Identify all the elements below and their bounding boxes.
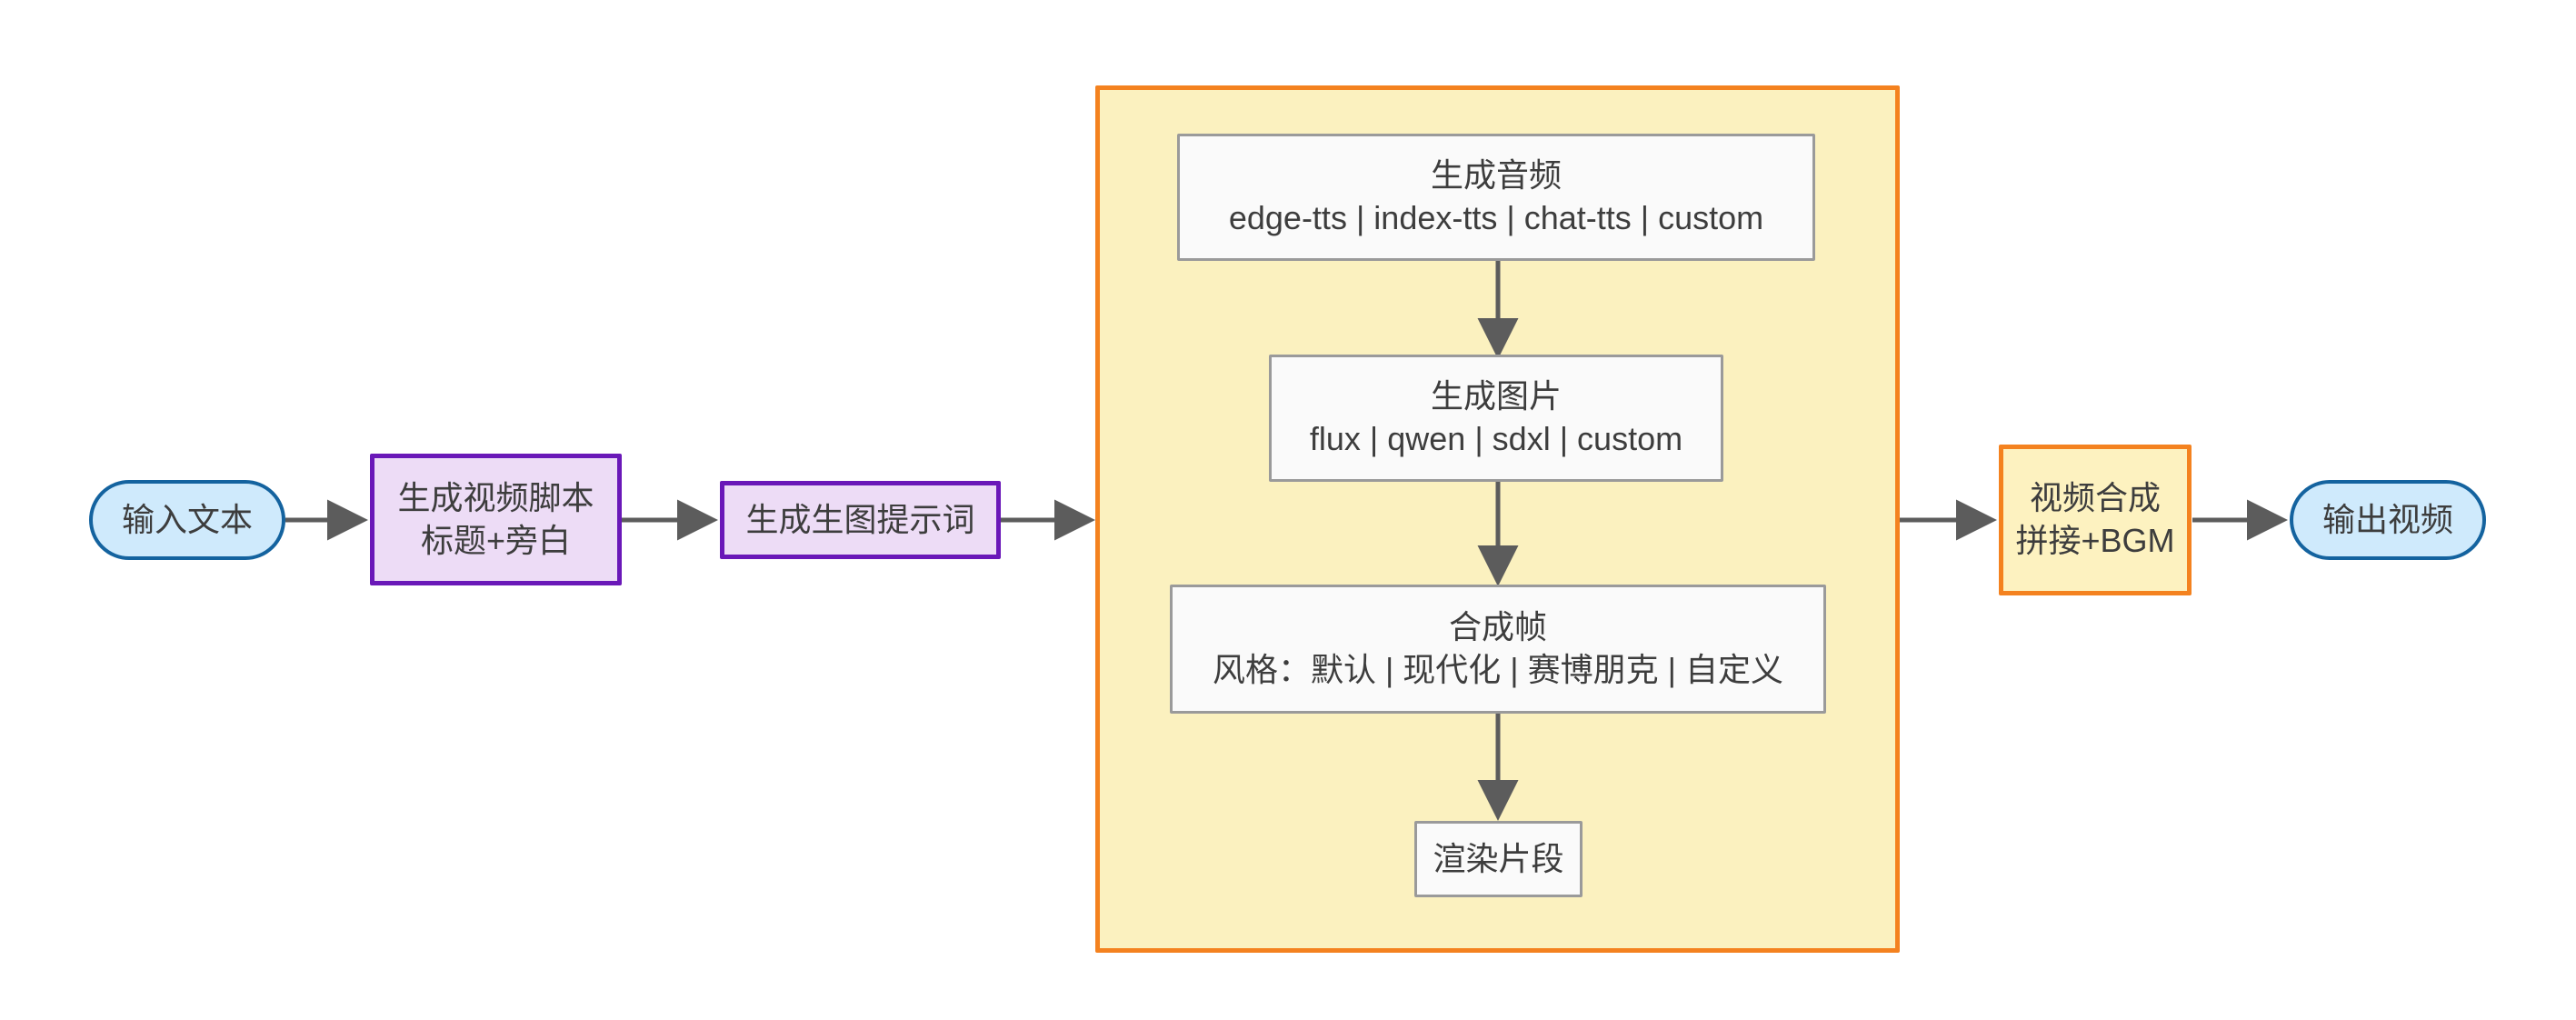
node-generate-image-options: flux | qwen | sdxl | custom: [1309, 420, 1683, 457]
node-generate-script[interactable]: 生成视频脚本 标题+旁白: [370, 454, 622, 585]
node-render-clip-label: 渲染片段: [1433, 839, 1564, 877]
node-video-merge-line1: 视频合成: [2029, 479, 2161, 517]
node-output-video-label: 输出视频: [2321, 500, 2453, 538]
node-generate-image-title: 生成图片: [1430, 377, 1562, 415]
node-generate-audio[interactable]: 生成音频 edge-tts | index-tts | chat-tts | c…: [1177, 134, 1815, 261]
node-generate-audio-options: edge-tts | index-tts | chat-tts | custom: [1228, 199, 1764, 236]
node-output-video[interactable]: 输出视频: [2290, 480, 2486, 560]
node-compose-frame[interactable]: 合成帧 风格：默认 | 现代化 | 赛博朋克 | 自定义: [1170, 585, 1826, 714]
node-input-text[interactable]: 输入文本: [89, 480, 285, 560]
node-video-merge[interactable]: 视频合成 拼接+BGM: [1999, 445, 2192, 595]
node-generate-script-line1: 生成视频脚本: [397, 478, 594, 516]
node-generate-image[interactable]: 生成图片 flux | qwen | sdxl | custom: [1269, 355, 1723, 482]
node-generate-prompt-line1: 生成生图提示词: [745, 500, 975, 538]
node-video-merge-line2: 拼接+BGM: [2015, 522, 2175, 559]
node-generate-prompt[interactable]: 生成生图提示词: [720, 481, 1001, 559]
node-render-clip[interactable]: 渲染片段: [1414, 821, 1583, 897]
node-compose-frame-title: 合成帧: [1448, 608, 1547, 646]
node-generate-script-line2: 标题+旁白: [420, 521, 572, 559]
node-input-text-label: 输入文本: [121, 500, 253, 538]
node-compose-frame-options: 风格：默认 | 现代化 | 赛博朋克 | 自定义: [1212, 651, 1784, 688]
node-generate-audio-title: 生成音频: [1430, 156, 1562, 195]
